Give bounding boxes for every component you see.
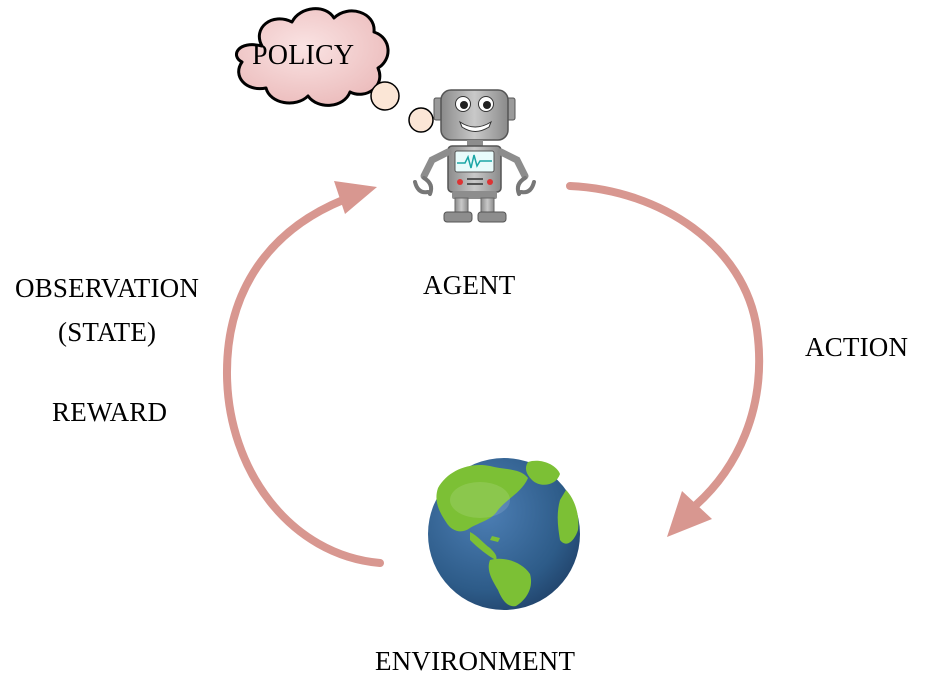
action-arrow xyxy=(566,182,764,537)
agent-label: AGENT xyxy=(423,270,516,300)
robot-icon xyxy=(413,89,536,223)
state-label: (STATE) xyxy=(58,317,157,347)
environment-label: ENVIRONMENT xyxy=(375,646,576,676)
globe-icon xyxy=(428,458,580,610)
reward-label: REWARD xyxy=(52,397,168,427)
thought-cloud-icon xyxy=(235,7,434,133)
observation-arrow xyxy=(222,181,384,567)
action-label: ACTION xyxy=(805,332,909,362)
observation-label: OBSERVATION xyxy=(15,273,200,303)
policy-label: POLICY xyxy=(252,40,355,71)
